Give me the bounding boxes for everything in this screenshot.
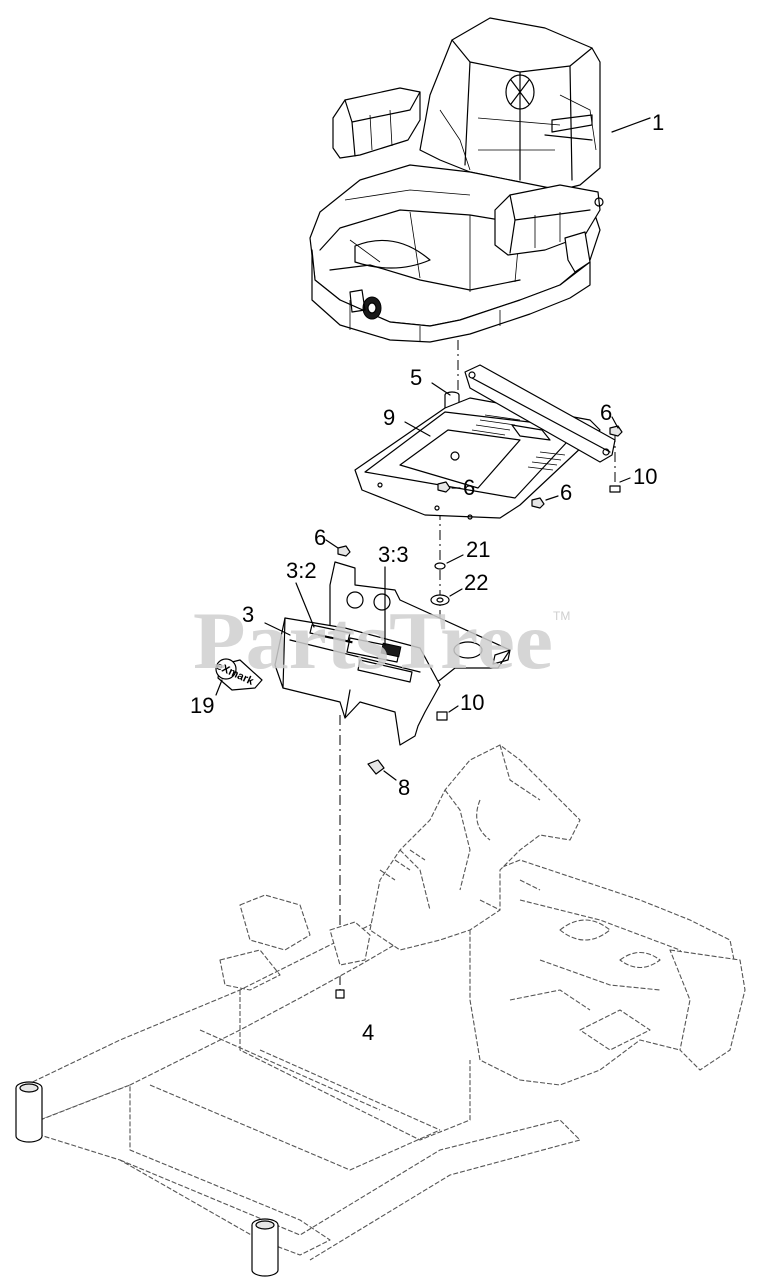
hardware-washer-22 bbox=[430, 594, 450, 606]
seat-slide-rail bbox=[464, 364, 616, 463]
hardware-washer-21 bbox=[434, 562, 446, 570]
callout-21: 21 bbox=[466, 537, 490, 562]
front-caster-tube-right bbox=[251, 1218, 279, 1277]
hardware-nut-6d bbox=[337, 545, 351, 557]
callout-6d: 6 bbox=[314, 525, 326, 550]
mower-main-frame bbox=[19, 744, 746, 1261]
watermark-text: PartsTree bbox=[193, 595, 553, 686]
leader-lines bbox=[215, 117, 651, 781]
callout-9: 9 bbox=[383, 405, 395, 430]
hardware-nut-6b bbox=[437, 481, 451, 493]
callout-10b: 10 bbox=[460, 690, 484, 715]
callout-6a: 6 bbox=[600, 400, 612, 425]
hardware-bolt-8 bbox=[367, 759, 385, 775]
console-panel-part-3: ▬▬▬▬▬ bbox=[274, 561, 511, 746]
hardware-nut-6c bbox=[531, 497, 545, 509]
bolt-part-4 bbox=[335, 989, 345, 999]
partstree-watermark: PartsTree TM bbox=[193, 595, 570, 686]
hardware-bolt-10b bbox=[436, 711, 448, 721]
callout-8: 8 bbox=[398, 775, 410, 800]
callout-3-3: 3:3 bbox=[378, 542, 409, 567]
callout-10a: 10 bbox=[633, 464, 657, 489]
watermark-trademark: TM bbox=[553, 609, 570, 623]
front-caster-tube-left bbox=[15, 1081, 43, 1143]
callout-3-2: 3:2 bbox=[286, 558, 317, 583]
callout-22: 22 bbox=[464, 570, 488, 595]
hardware-bolt-10a bbox=[609, 485, 621, 493]
callout-1: 1 bbox=[652, 110, 664, 135]
seat-assembly bbox=[309, 17, 604, 343]
callout-19: 19 bbox=[190, 693, 214, 718]
hardware-nut-6a bbox=[609, 425, 623, 437]
callout-6b: 6 bbox=[463, 475, 475, 500]
callout-3: 3 bbox=[242, 602, 254, 627]
callout-6c: 6 bbox=[560, 480, 572, 505]
callout-5: 5 bbox=[410, 365, 422, 390]
callout-4: 4 bbox=[362, 1020, 374, 1045]
callout-labels: 1 5 9 6 10 6 6 6 3:2 3:3 21 22 3 19 10 8… bbox=[190, 110, 664, 1045]
